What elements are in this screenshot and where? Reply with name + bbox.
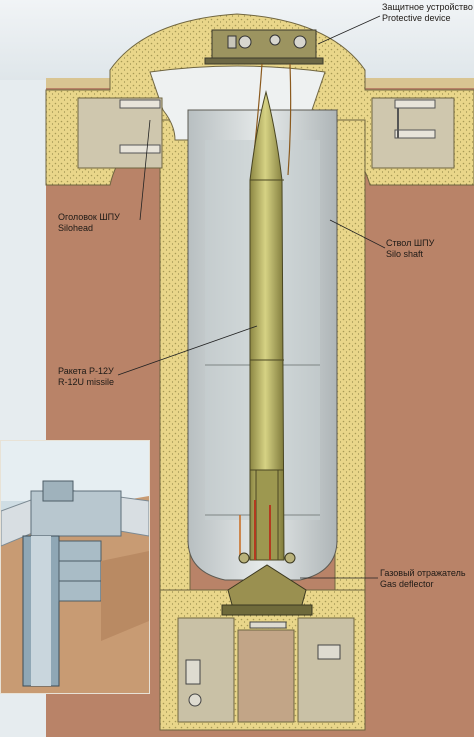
label-gas-deflector-ru: Газовый отражатель [380,568,466,578]
label-silo-shaft-ru: Ствол ШПУ [386,238,435,248]
label-gas-deflector: Газовый отражатель Gas deflector [380,568,466,590]
label-missile: Ракета Р-12У R-12U missile [58,366,114,388]
label-silohead-en: Silohead [58,223,94,233]
label-silohead-ru: Оголовок ШПУ [58,212,120,222]
label-silohead: Оголовок ШПУ Silohead [58,212,120,234]
leader-silohead [139,119,151,221]
equipment-room-right [297,617,355,723]
label-protective-device-en: Protective device [382,13,451,23]
label-protective-device: Защитное устройство Protective device [382,2,473,24]
inset-perspective-illustration [0,440,150,694]
leader-missile [117,325,258,376]
label-silo-shaft: Ствол ШПУ Silo shaft [386,238,434,260]
label-gas-deflector-en: Gas deflector [380,579,434,589]
label-missile-en: R-12U missile [58,377,115,387]
label-protective-device-ru: Защитное устройство [382,2,473,12]
label-missile-ru: Ракета Р-12У [58,366,114,376]
leader-silo-shaft [329,219,386,249]
shaft-wall-right [334,119,366,621]
label-silo-shaft-en: Silo shaft [386,249,424,259]
leader-protective-device [317,15,381,45]
shaft-wall-left [159,119,191,621]
silohead-room-left [77,97,163,169]
equipment-room-center [237,629,295,723]
